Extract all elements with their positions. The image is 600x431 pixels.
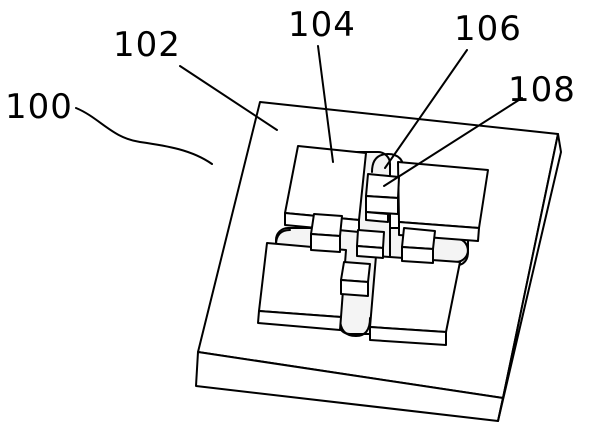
leader-104 [317,45,334,163]
block-bottom [340,261,371,297]
block-right-top [401,227,436,250]
label-100: 100 [5,87,73,127]
label-106: 106 [454,9,522,49]
leader-108 [383,97,523,187]
block-top-front [365,195,399,215]
pad-bottom-right-top [369,255,461,333]
substrate-right [497,133,562,422]
block-left-top [310,213,343,237]
label-108: 108 [508,70,576,110]
block-center [356,229,385,259]
block-top [365,173,400,223]
pad-bottom-right-front [369,326,447,346]
pad-top-left-top [284,145,367,221]
block-right [401,227,436,264]
label-104: 104 [288,5,356,45]
block-top-top [365,173,400,199]
block-top-side [365,211,389,223]
block-right-front [401,246,434,264]
block-center-top [356,229,385,249]
block-center-front [356,245,384,259]
block-bottom-top [340,261,371,283]
leader-lines [75,45,523,187]
pad-bottom-left [257,242,347,331]
leader-100 [75,107,213,165]
pad-bottom-left-top [258,242,347,318]
block-left [310,213,343,253]
pad-top-right-top [397,161,489,229]
label-102: 102 [113,25,181,65]
pad-bottom-right [369,255,461,346]
leader-102 [179,65,278,131]
pad-bottom-left-front [257,310,342,331]
leader-106 [384,49,468,169]
loop-bottom [339,317,371,337]
block-left-front [310,233,341,253]
block-bottom-front [340,279,369,297]
